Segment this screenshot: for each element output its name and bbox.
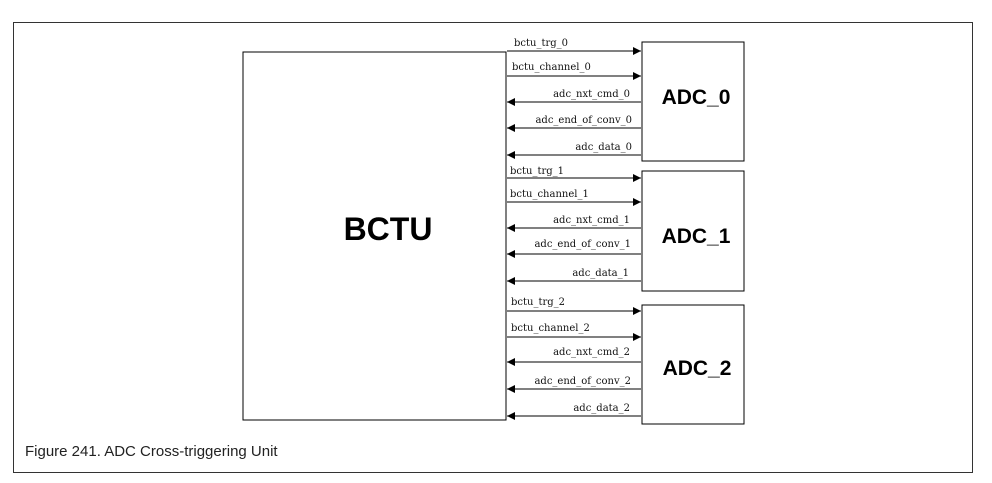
adc2-block [641,304,745,425]
adc0-label: ADC_0 [662,86,731,109]
adc-nxt-cmd-1-label: adc_nxt_cmd_1 [553,215,630,226]
adc-data-1-label: adc_data_1 [572,268,629,279]
adc2-label: ADC_2 [663,357,732,380]
adc-data-2-label: adc_data_2 [573,403,630,414]
bctu-block [242,51,507,421]
bctu-channel-1-label: bctu_channel_1 [510,189,589,200]
adc-end-of-conv-1-label: adc_end_of_conv_1 [534,239,631,250]
adc-nxt-cmd-0-label: adc_nxt_cmd_0 [553,89,630,100]
adc1-label: ADC_1 [662,225,731,248]
adc-end-of-conv-2-label: adc_end_of_conv_2 [534,376,631,387]
adc-nxt-cmd-2-label: adc_nxt_cmd_2 [553,347,630,358]
figure-caption: Figure 241. ADC Cross-triggering Unit [25,443,278,460]
bctu-trg-1-label: bctu_trg_1 [510,166,564,177]
bctu-trg-2-label: bctu_trg_2 [511,297,565,308]
adc-data-0-label: adc_data_0 [575,142,632,153]
figure-frame [13,22,973,473]
bctu-trg-0-label: bctu_trg_0 [514,38,568,49]
adc0-block [641,41,745,162]
adc-end-of-conv-0-label: adc_end_of_conv_0 [535,115,632,126]
bctu-channel-2-label: bctu_channel_2 [511,323,590,334]
bctu-channel-0-label: bctu_channel_0 [512,62,591,73]
adc1-block [641,170,745,292]
bctu-label: BCTU [344,211,433,247]
